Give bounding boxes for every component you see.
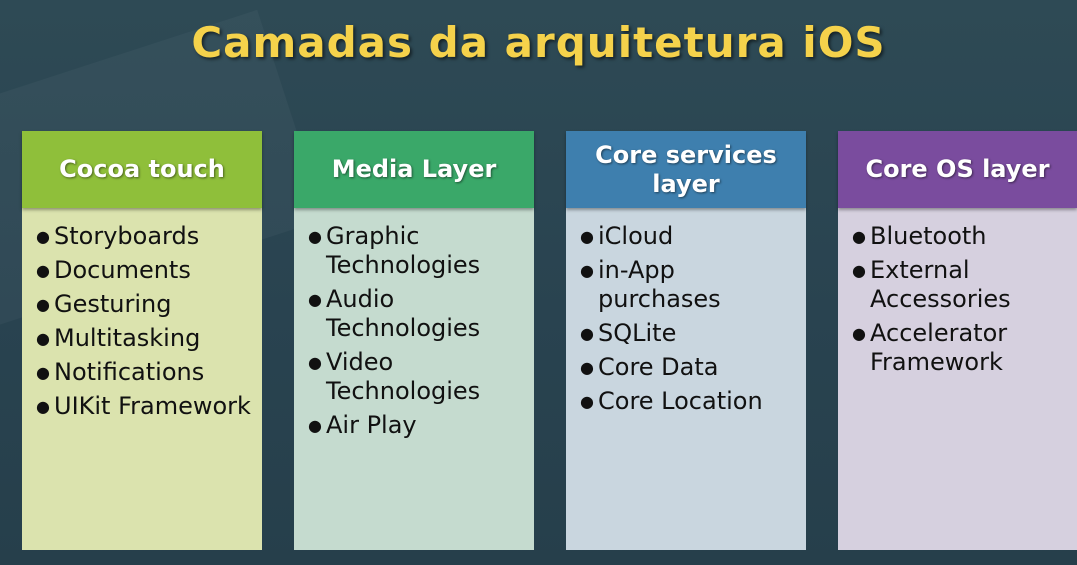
bullet-icon: ● <box>852 261 866 280</box>
bullet-icon: ● <box>36 261 50 280</box>
list-item: ●Documents <box>36 256 191 284</box>
bullet-icon: ● <box>580 324 594 343</box>
column-body: ●Storyboards ●Documents ●Gesturing ●Mult… <box>22 208 262 550</box>
item-list: ●Storyboards ●Documents ●Gesturing ●Mult… <box>36 222 254 421</box>
bullet-icon: ● <box>580 358 594 377</box>
item-list: ●Graphic Technologies ●Audio Technologie… <box>308 222 526 440</box>
column-cocoa-touch: Cocoa touch ●Storyboards ●Documents ●Ges… <box>22 131 262 550</box>
column-core-services-layer: Core services layer ●iCloud ●in-App purc… <box>566 131 806 550</box>
list-item: ●Video Technologies <box>308 348 481 405</box>
list-item: ●External Accessories <box>852 256 1011 313</box>
slide-title: Camadas da arquitetura iOS <box>191 18 886 67</box>
list-item: ●Air Play <box>308 411 417 439</box>
bullet-icon: ● <box>852 324 866 343</box>
list-item: ●SQLite <box>580 319 677 347</box>
column-body: ●Bluetooth ●External Accessories ●Accele… <box>838 208 1077 550</box>
bullet-icon: ● <box>580 261 594 280</box>
bullet-icon: ● <box>308 290 322 309</box>
column-media-layer: Media Layer ●Graphic Technologies ●Audio… <box>294 131 534 550</box>
list-item: ●Multitasking <box>36 324 201 352</box>
bullet-icon: ● <box>580 392 594 411</box>
list-item: ●in-App purchases <box>580 256 721 313</box>
bullet-icon: ● <box>36 397 50 416</box>
column-header: Media Layer <box>294 131 534 208</box>
list-item: ●Accelerator Framework <box>852 319 1008 376</box>
list-item: ●Audio Technologies <box>308 285 481 342</box>
list-item: ●UIKit Framework <box>36 392 251 420</box>
column-core-os-layer: Core OS layer ●Bluetooth ●External Acces… <box>838 131 1077 550</box>
item-list: ●iCloud ●in-App purchases ●SQLite ●Core … <box>580 222 798 416</box>
bullet-icon: ● <box>580 227 594 246</box>
list-item: ●Storyboards <box>36 222 200 250</box>
bullet-icon: ● <box>36 227 50 246</box>
list-item: ●Bluetooth <box>852 222 987 250</box>
column-header: Cocoa touch <box>22 131 262 208</box>
bullet-icon: ● <box>308 227 322 246</box>
item-list: ●Bluetooth ●External Accessories ●Accele… <box>852 222 1069 377</box>
list-item: ●Notifications <box>36 358 205 386</box>
bullet-icon: ● <box>852 227 866 246</box>
bullet-icon: ● <box>308 416 322 435</box>
bullet-icon: ● <box>308 353 322 372</box>
column-body: ●iCloud ●in-App purchases ●SQLite ●Core … <box>566 208 806 550</box>
bullet-icon: ● <box>36 363 50 382</box>
column-header: Core OS layer <box>838 131 1077 208</box>
list-item: ●iCloud <box>580 222 674 250</box>
list-item: ●Core Data <box>580 353 719 381</box>
bullet-icon: ● <box>36 329 50 348</box>
list-item: ●Core Location <box>580 387 763 415</box>
column-body: ●Graphic Technologies ●Audio Technologie… <box>294 208 534 550</box>
bullet-icon: ● <box>36 295 50 314</box>
list-item: ●Gesturing <box>36 290 172 318</box>
column-header: Core services layer <box>566 131 806 208</box>
list-item: ●Graphic Technologies <box>308 222 481 279</box>
